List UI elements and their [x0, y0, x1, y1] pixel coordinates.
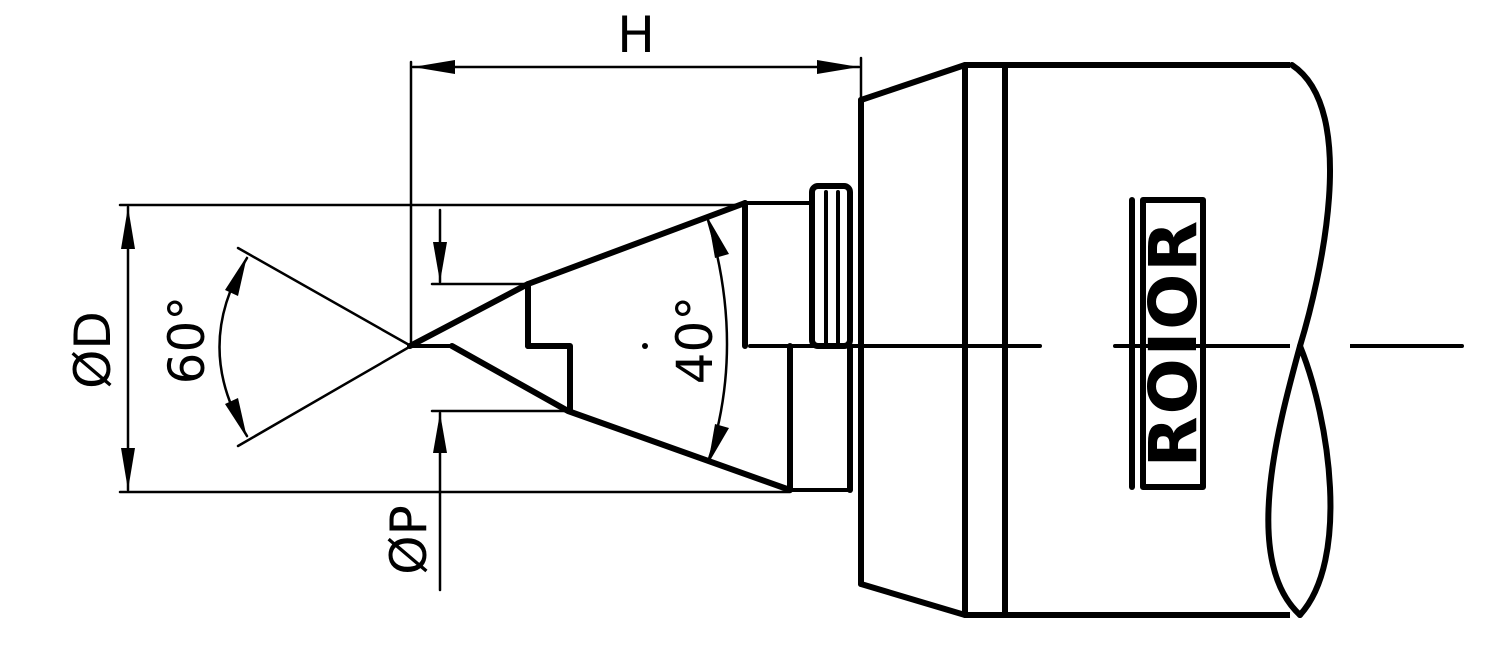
dimension-p: ØP	[380, 208, 570, 592]
arrowhead-60-top	[225, 256, 247, 296]
angle-60-leg-top	[236, 246, 413, 348]
break-line-curve-2	[1297, 343, 1334, 618]
arrowhead-40-top	[708, 218, 729, 258]
counterbore-step	[525, 343, 573, 414]
arrowhead-40-bottom	[708, 424, 729, 464]
arrowhead-p-bottom	[433, 413, 447, 453]
arrowhead-d-top	[121, 207, 135, 249]
arrowhead-60-bottom	[225, 398, 247, 438]
arrowhead-h-left	[413, 60, 455, 74]
brand-logo: ROIOR	[1129, 197, 1212, 490]
chamfer-body	[858, 62, 1303, 618]
label-d: ØD	[64, 311, 122, 389]
angle-40: 40°	[666, 218, 729, 464]
center-line	[642, 343, 1464, 349]
arrowhead-d-bottom	[121, 448, 135, 490]
label-h: H	[617, 6, 655, 64]
dimension-d: ØD	[64, 203, 792, 494]
body-section	[742, 62, 1303, 618]
logo-frame	[1140, 197, 1206, 490]
angle-60-leg-bottom	[236, 344, 413, 448]
label-60: 60°	[158, 296, 216, 385]
shoulder-outline	[742, 200, 793, 493]
center-point-mark	[642, 343, 648, 349]
logo-text: ROIOR	[1135, 219, 1212, 467]
break-line	[1265, 50, 1350, 630]
groove-outline	[809, 183, 853, 349]
label-p: ØP	[380, 505, 438, 575]
label-40: 40°	[666, 296, 724, 385]
dimension-h: H	[409, 6, 863, 347]
cone-bottom-edge	[449, 343, 793, 493]
tip-assembly	[407, 200, 793, 493]
angle-60: 60°	[158, 246, 413, 448]
arrowhead-p-top	[433, 242, 447, 282]
arrowhead-h-right	[817, 60, 859, 74]
